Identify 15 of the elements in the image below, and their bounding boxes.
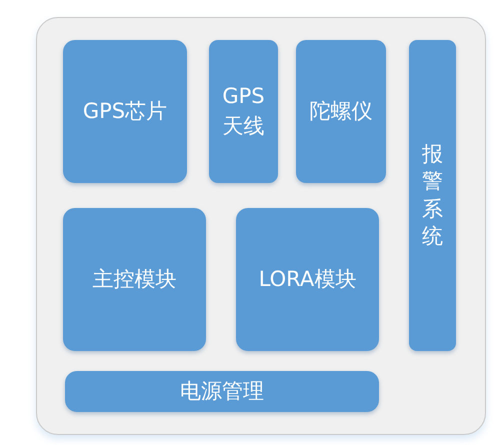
system-panel <box>36 17 486 435</box>
module-label: 陀螺仪 <box>310 98 372 125</box>
module-label: 电源管理 <box>180 378 264 405</box>
vertical-label: 报警系统 <box>422 140 443 250</box>
module-block <box>236 208 379 351</box>
module-label: GPS天线 <box>221 83 266 140</box>
module-block <box>209 40 278 183</box>
module-label: LORA模块 <box>258 266 356 293</box>
module-block <box>409 40 456 351</box>
module-block <box>63 208 206 351</box>
module-block <box>63 40 187 183</box>
module-label: GPS芯片 <box>82 98 168 125</box>
module-block <box>65 371 379 412</box>
module-label: 主控模块 <box>92 266 176 293</box>
module-block <box>296 40 386 183</box>
